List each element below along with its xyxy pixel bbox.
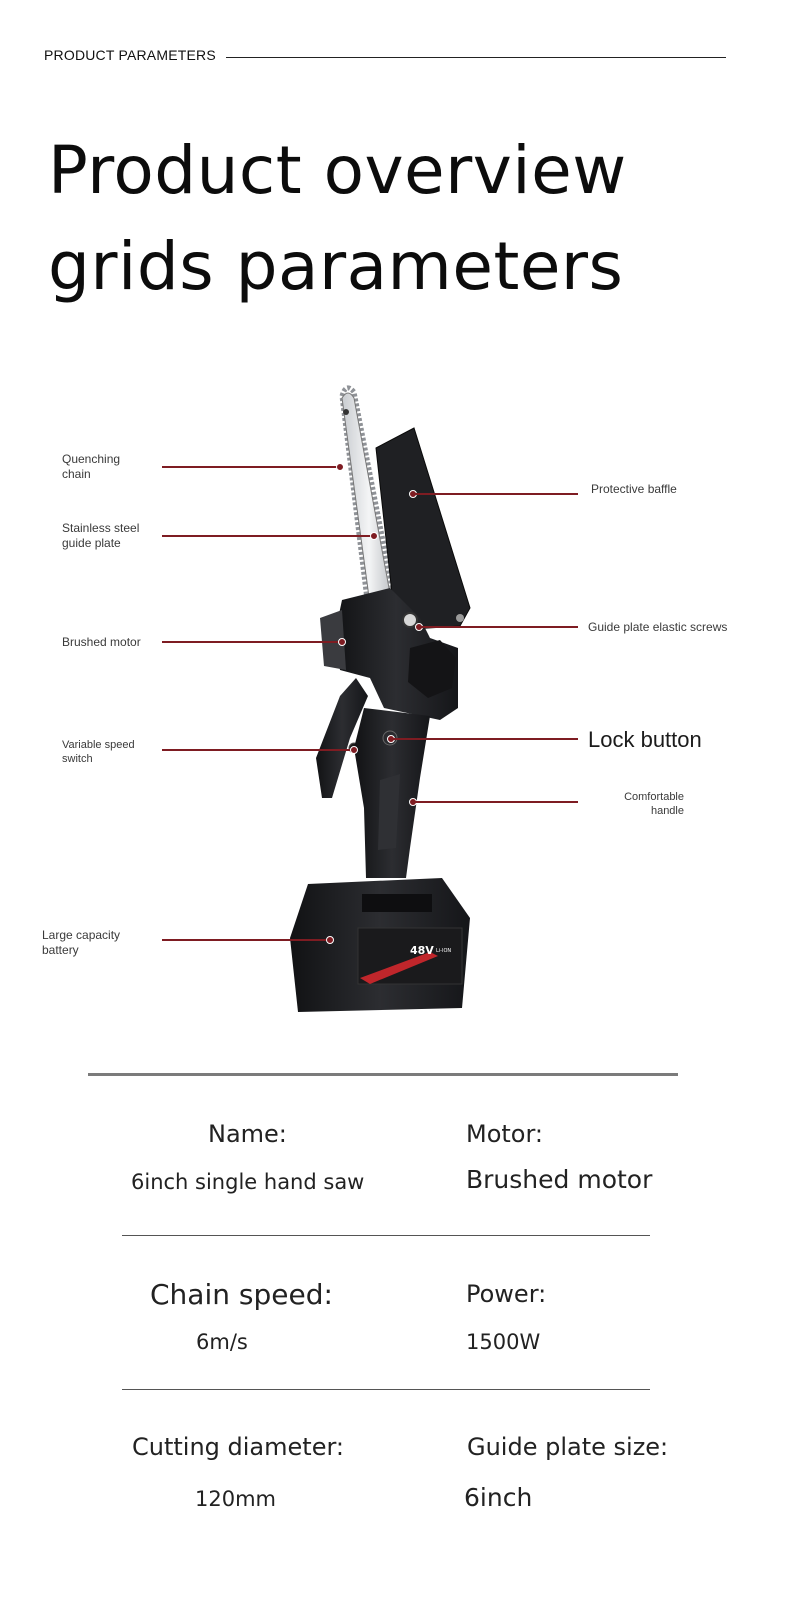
spec-cutting-diameter-value: 120mm <box>195 1487 276 1511</box>
spec-chain-speed-label: Chain speed: <box>150 1278 333 1311</box>
marker-battery <box>326 936 334 944</box>
callout-stainless-guide-plate: Stainless steel guide plate <box>62 521 140 550</box>
battery-accent-stripe <box>360 952 438 984</box>
section-label: PRODUCT PARAMETERS <box>44 47 216 63</box>
spec-motor-label: Motor: <box>466 1120 544 1148</box>
leader-comfortable-handle <box>414 801 578 803</box>
spec-cutting-diameter-label: Cutting diameter: <box>132 1433 344 1461</box>
spec-name-label: Name: <box>208 1120 287 1148</box>
leader-speed-switch <box>162 749 354 751</box>
specs-divider-1 <box>122 1235 650 1236</box>
marker-brushed-motor <box>338 638 346 646</box>
spec-power-label: Power: <box>466 1280 547 1308</box>
battery-type-text: Li-ION <box>436 948 451 954</box>
guide-plate-hole <box>343 409 349 415</box>
callout-quenching-chain: Quenching chain <box>62 452 121 481</box>
battery-voltage-text: 48V <box>410 944 434 957</box>
callout-guide-screws: Guide plate elastic screws <box>588 620 728 634</box>
spec-guide-plate-value: 6inch <box>464 1483 533 1512</box>
chainsaw-illustration: 48V Li-ION <box>290 385 471 1012</box>
leader-guide-plate <box>162 535 374 537</box>
callout-lock-button: Lock button <box>588 727 702 752</box>
callout-comfortable-handle: Comfortable handle <box>624 791 684 817</box>
spec-name-value: 6inch single hand saw <box>131 1170 365 1194</box>
callout-protective-baffle: Protective baffle <box>591 482 677 496</box>
guide-plate-shape <box>341 392 397 635</box>
headline-line-1: Product overview <box>48 132 627 209</box>
spec-motor-value: Brushed motor <box>466 1165 653 1194</box>
leader-quenching-chain <box>162 466 340 468</box>
headline-line-2: grids parameters <box>48 228 624 305</box>
leader-battery <box>162 939 330 941</box>
handle-grip-shape <box>378 774 400 850</box>
trigger-shape <box>316 678 368 798</box>
callout-brushed-motor: Brushed motor <box>62 635 141 649</box>
baffle-screw <box>456 614 464 622</box>
motor-vents-shape <box>320 610 346 670</box>
marker-guide-plate <box>370 532 378 540</box>
leader-guide-screws <box>420 626 578 628</box>
leader-brushed-motor <box>162 641 342 643</box>
callout-battery: Large capacity battery <box>42 928 121 957</box>
hex-plate-shape <box>408 640 456 698</box>
marker-quenching-chain <box>336 463 344 471</box>
battery-vents-shape <box>362 894 432 912</box>
specs-top-divider <box>88 1073 678 1076</box>
spec-power-value: 1500W <box>466 1330 541 1354</box>
section-divider <box>226 57 726 58</box>
guide-screw-shape <box>402 612 418 628</box>
leader-protective-baffle <box>414 493 578 495</box>
leader-lock-button <box>392 738 578 740</box>
spec-chain-speed-value: 6m/s <box>196 1330 248 1354</box>
specs-divider-2 <box>122 1389 650 1390</box>
callout-variable-speed-switch: Variable speed switch <box>62 739 135 765</box>
spec-guide-plate-label: Guide plate size: <box>467 1433 669 1461</box>
chain-shape <box>339 385 403 644</box>
marker-speed-switch <box>350 746 358 754</box>
